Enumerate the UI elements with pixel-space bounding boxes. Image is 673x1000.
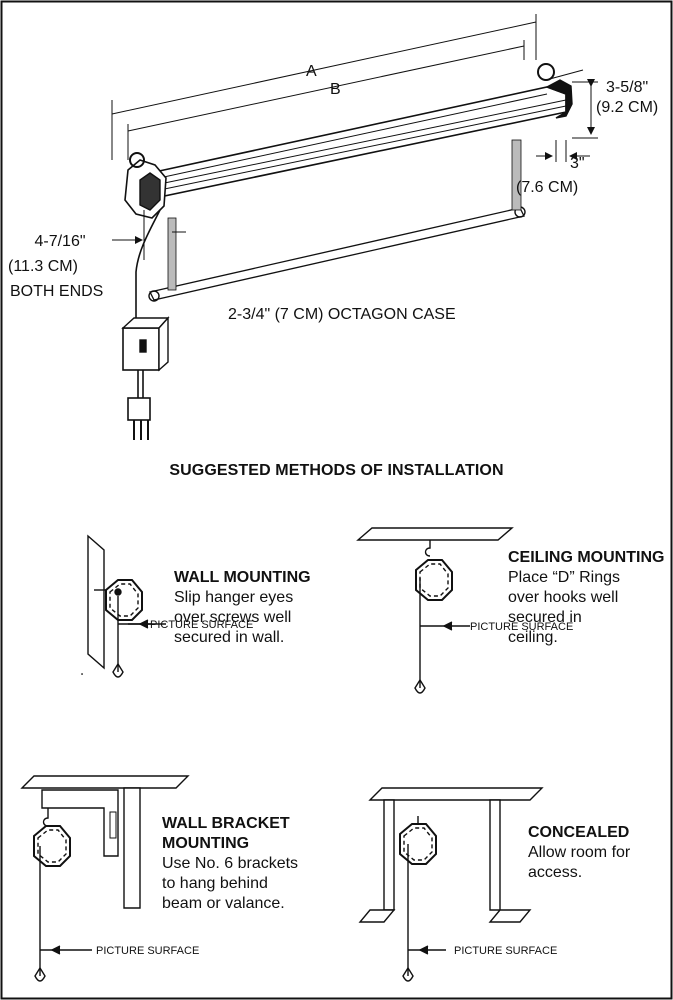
method-line: access. bbox=[528, 864, 583, 881]
case-height-in-label: 3-5/8" bbox=[606, 79, 649, 96]
method-line: Use No. 6 brackets bbox=[162, 855, 299, 872]
ceiling-mounting-figure bbox=[356, 527, 514, 694]
concealed-figure bbox=[358, 787, 544, 982]
method-title: CONCEALED bbox=[528, 824, 630, 841]
method-concealed: CONCEALED Allow room for access. bbox=[528, 823, 630, 883]
method-line: over hooks well bbox=[508, 589, 619, 606]
method-title: WALL MOUNTING bbox=[174, 569, 311, 586]
depth-cm-label: (7.6 CM) bbox=[516, 179, 579, 196]
method-line: beam or valance. bbox=[162, 895, 285, 912]
method-wall-bracket-mounting: WALL BRACKET MOUNTING Use No. 6 brackets… bbox=[162, 814, 298, 914]
method-line: Place “D” Rings bbox=[508, 569, 621, 586]
case-type-label: 2-3/4" (7 CM) OCTAGON CASE bbox=[228, 306, 456, 323]
method-title: MOUNTING bbox=[162, 835, 250, 852]
picture-surface-label: PICTURE SURFACE bbox=[470, 621, 574, 633]
dimension-b-label: B bbox=[330, 81, 341, 98]
method-line: secured in bbox=[508, 609, 582, 626]
depth-in-label: 3" bbox=[570, 155, 585, 172]
section-title: SUGGESTED METHODS OF INSTALLATION bbox=[169, 462, 504, 479]
method-title: CEILING MOUNTING bbox=[508, 549, 665, 566]
method-wall-mounting: WALL MOUNTING Slip hanger eyes over scre… bbox=[174, 568, 311, 648]
method-line: over screws well bbox=[174, 609, 292, 626]
end-note-label: BOTH ENDS bbox=[10, 283, 104, 300]
wall-bracket-figure bbox=[20, 775, 190, 982]
dimension-a-label: A bbox=[306, 63, 317, 80]
picture-surface-label: PICTURE SURFACE bbox=[150, 619, 254, 631]
method-line: to hang behind bbox=[162, 875, 268, 892]
picture-surface-label: PICTURE SURFACE bbox=[454, 945, 558, 957]
method-line: Allow room for bbox=[528, 844, 631, 861]
end-in-label: 4-7/16" bbox=[34, 233, 86, 250]
method-line: secured in wall. bbox=[174, 629, 285, 646]
method-line: Slip hanger eyes bbox=[174, 589, 294, 606]
wall-mounting-figure bbox=[81, 534, 166, 678]
case-height-cm-label: (9.2 CM) bbox=[596, 99, 659, 116]
screen-case-illustration bbox=[111, 14, 598, 440]
picture-surface-label: PICTURE SURFACE bbox=[96, 945, 200, 957]
end-cm-label: (11.3 CM) bbox=[8, 258, 78, 275]
method-line: ceiling. bbox=[508, 629, 558, 646]
method-title: WALL BRACKET bbox=[162, 815, 290, 832]
method-ceiling-mounting: CEILING MOUNTING Place “D” Rings over ho… bbox=[508, 548, 664, 648]
